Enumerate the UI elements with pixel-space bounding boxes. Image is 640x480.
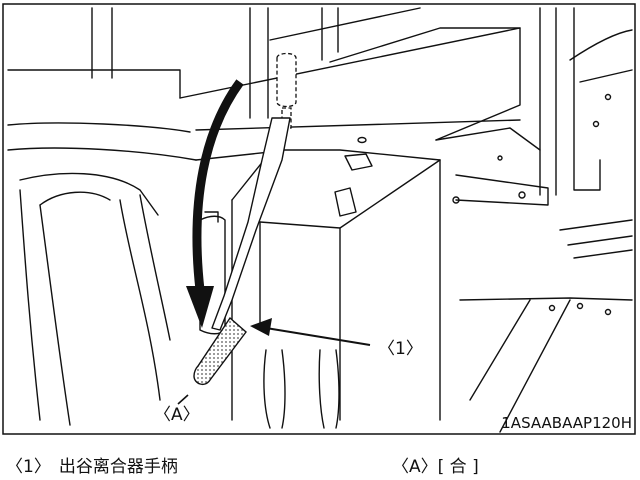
- callout-1-label: 〈1〉: [378, 339, 423, 359]
- technical-illustration: 〈1〉 〈A〉 1ASAABAAP120H: [2, 3, 636, 435]
- legend-item-a-key: 〈A〉: [392, 457, 438, 477]
- callout-a-label: 〈A〉: [154, 405, 200, 425]
- motion-arrow-head: [186, 286, 214, 328]
- legend: 〈1〉出谷离合器手柄 〈A〉[ 合 ]: [0, 440, 640, 480]
- legend-item-a-text: [ 合 ]: [437, 457, 479, 477]
- leader-arrow-head-1: [250, 318, 272, 336]
- motion-arrow: [192, 79, 244, 291]
- legend-item-a: 〈A〉[ 合 ]: [392, 452, 479, 477]
- lever-grip: [193, 316, 247, 386]
- lever-shaft: [211, 117, 291, 331]
- legend-item-1-text: 出谷离合器手柄: [58, 457, 178, 477]
- legend-item-1: 〈1〉出谷离合器手柄: [6, 452, 178, 477]
- legend-item-1-key: 〈1〉: [6, 457, 51, 477]
- handle-initial-grip: [276, 52, 297, 108]
- image-code: 1ASAABAAP120H: [501, 414, 632, 432]
